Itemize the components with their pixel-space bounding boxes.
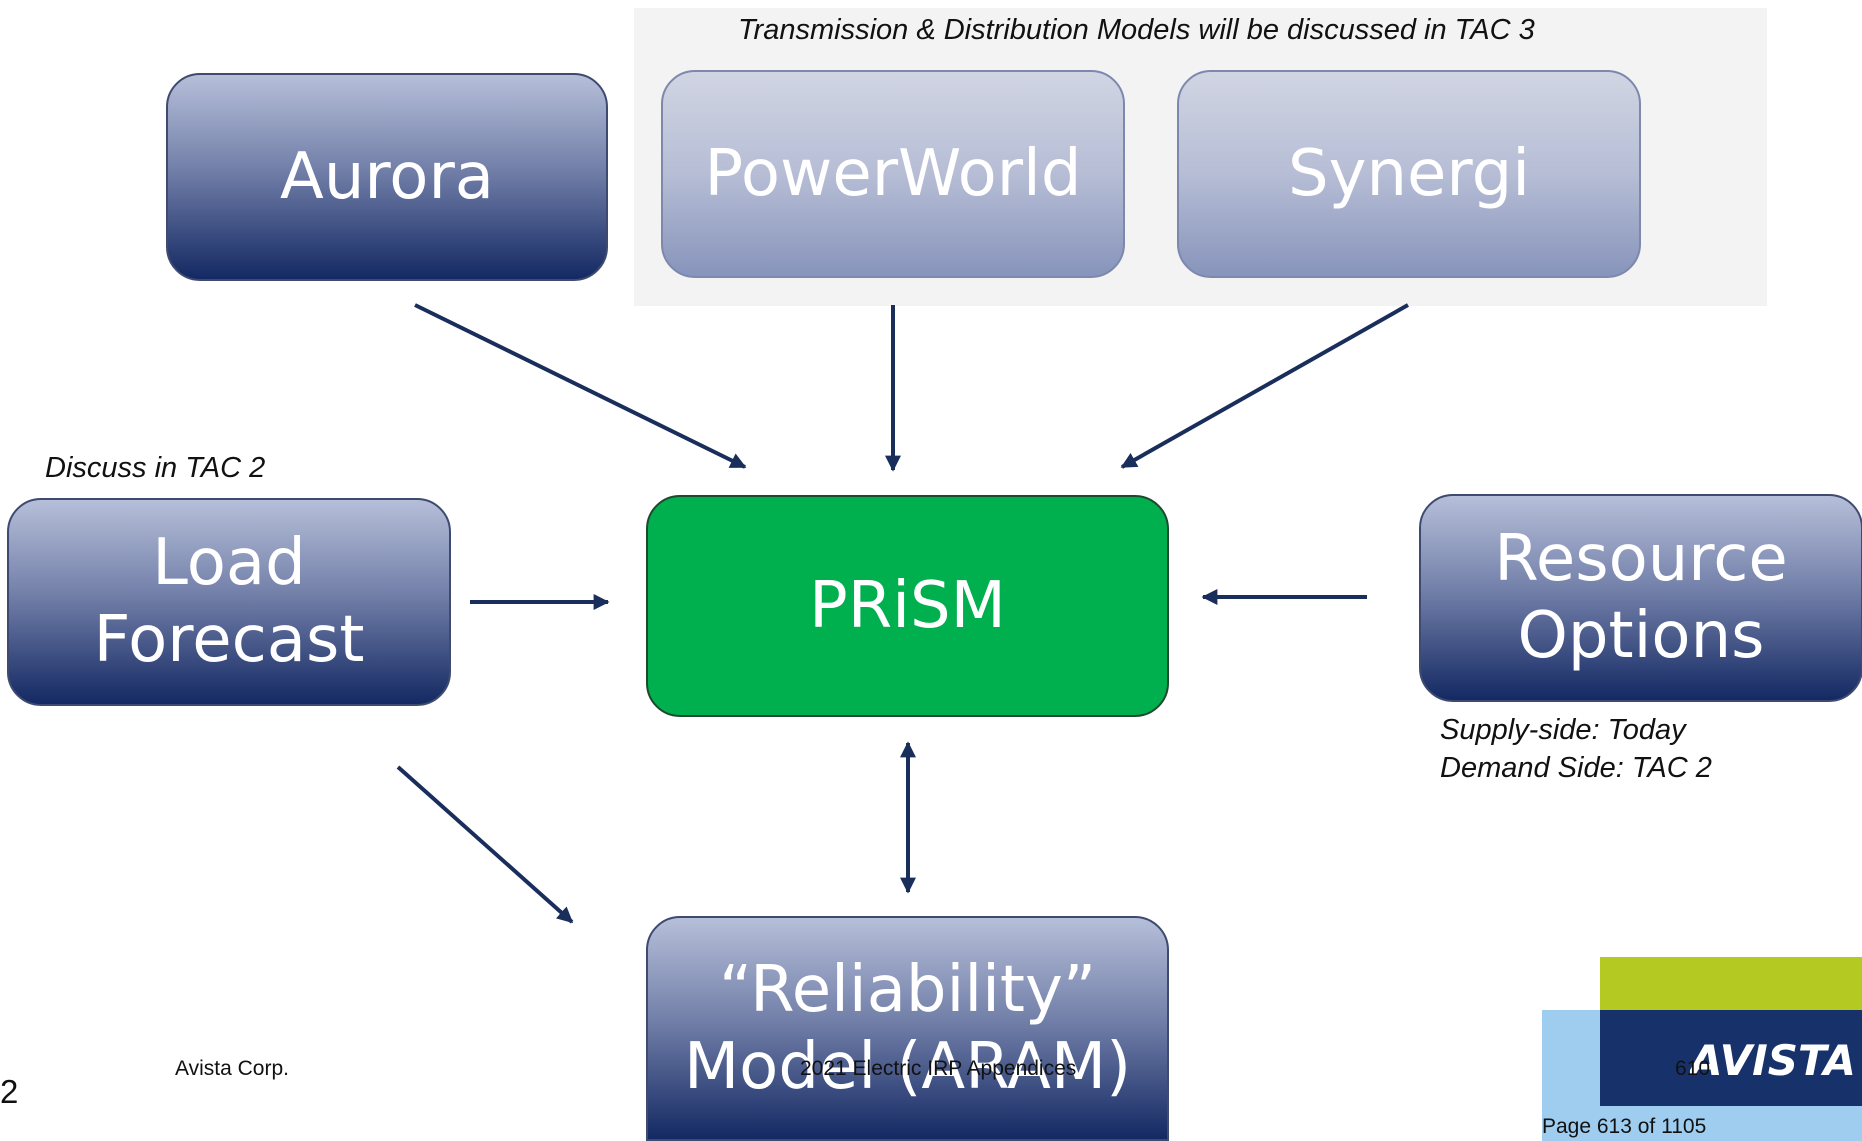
synergi-box: Synergi [1177,70,1641,278]
page-of-total: Page 613 of 1105 [1542,1115,1707,1138]
load-forecast-box: Load Forecast [7,498,451,706]
logo-navy-band [1600,1010,1862,1106]
avista-logo: AVISTA [1690,1036,1856,1085]
powerworld-label: PowerWorld [704,136,1082,211]
supply-side-note: Supply-side: Today [1440,714,1686,746]
logo-green-band [1600,957,1862,1015]
synergi-label: Synergi [1287,136,1531,211]
document-title: 2021 Electric IRP Appendices [800,1057,1077,1080]
aurora-box: Aurora [166,73,608,281]
arrow-synergi-to-prism [1120,303,1409,469]
arrow-aurora-to-prism [414,303,747,469]
page-number: 610 [1675,1057,1711,1080]
td-models-note: Transmission & Distribution Models will … [738,14,1535,46]
company-name: Avista Corp. [175,1057,289,1080]
discuss-tac2-note: Discuss in TAC 2 [45,452,266,484]
load-forecast-label: Load Forecast [93,526,365,677]
demand-side-note: Demand Side: TAC 2 [1440,752,1712,784]
prism-box: PRiSM [646,495,1169,717]
aurora-label: Aurora [280,139,494,214]
resource-options-label: Resource Options [1494,522,1788,673]
slide-number: 2 [0,1073,19,1110]
prism-label: PRiSM [809,568,1006,643]
powerworld-box: PowerWorld [661,70,1125,278]
reliability-model-box: “Reliability” Model (ARAM) [646,916,1169,1141]
arrow-load-to-reliability [396,765,574,924]
resource-options-box: Resource Options [1419,494,1862,702]
reliability-model-label: “Reliability” Model (ARAM) [683,952,1132,1104]
